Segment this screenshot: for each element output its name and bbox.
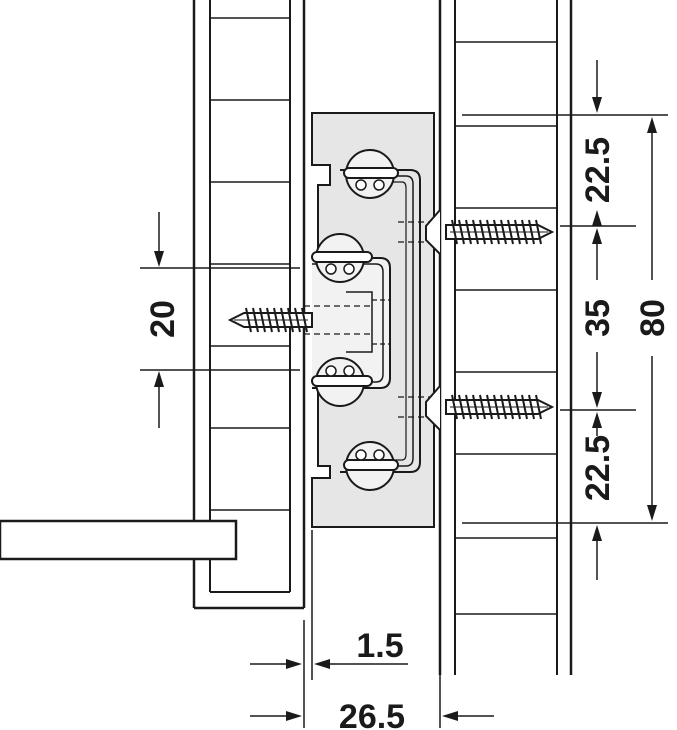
cabinet-panel-grid xyxy=(455,41,557,615)
cabinet-side-panel xyxy=(438,0,573,675)
dimension-screw-spacing: 35 xyxy=(579,228,617,408)
dimension-label-total-height: 80 xyxy=(634,299,672,337)
screw-cabinet-bottom xyxy=(445,394,555,420)
drawer-side-panel xyxy=(192,0,306,610)
dimension-installation-width: 26.5 xyxy=(250,698,494,730)
bearing-top xyxy=(343,149,399,199)
bearing-bottom xyxy=(343,441,399,491)
dimension-drawer-screw-height: 20 xyxy=(140,212,300,428)
dimension-side-clearance: 1.5 xyxy=(250,627,408,669)
drawer-panel-grid xyxy=(210,17,290,511)
dimension-label-screw-spacing: 35 xyxy=(579,299,617,337)
ball-bearing-slide xyxy=(304,112,441,528)
bearing-lower-inner xyxy=(311,357,373,407)
dimension-label-bottom-gap: 22.5 xyxy=(579,435,617,501)
screw-cabinet-top xyxy=(445,219,555,245)
dimension-bottom-gap: 22.5 xyxy=(579,412,617,580)
dimension-label-installation-width: 26.5 xyxy=(339,698,405,730)
drawer-bottom xyxy=(0,519,238,561)
dimension-label-drawer-screw-height: 20 xyxy=(144,300,182,338)
dimension-top-gap: 22.5 xyxy=(579,60,617,226)
ball-bearings xyxy=(311,149,399,491)
dimension-total-height: 80 xyxy=(634,117,672,521)
dimension-label-top-gap: 22.5 xyxy=(579,137,617,203)
bearing-upper-inner xyxy=(311,233,373,283)
dimension-label-side-clearance: 1.5 xyxy=(356,627,403,665)
bottom-extension-lines xyxy=(303,530,441,728)
screw-drawer xyxy=(227,307,313,333)
